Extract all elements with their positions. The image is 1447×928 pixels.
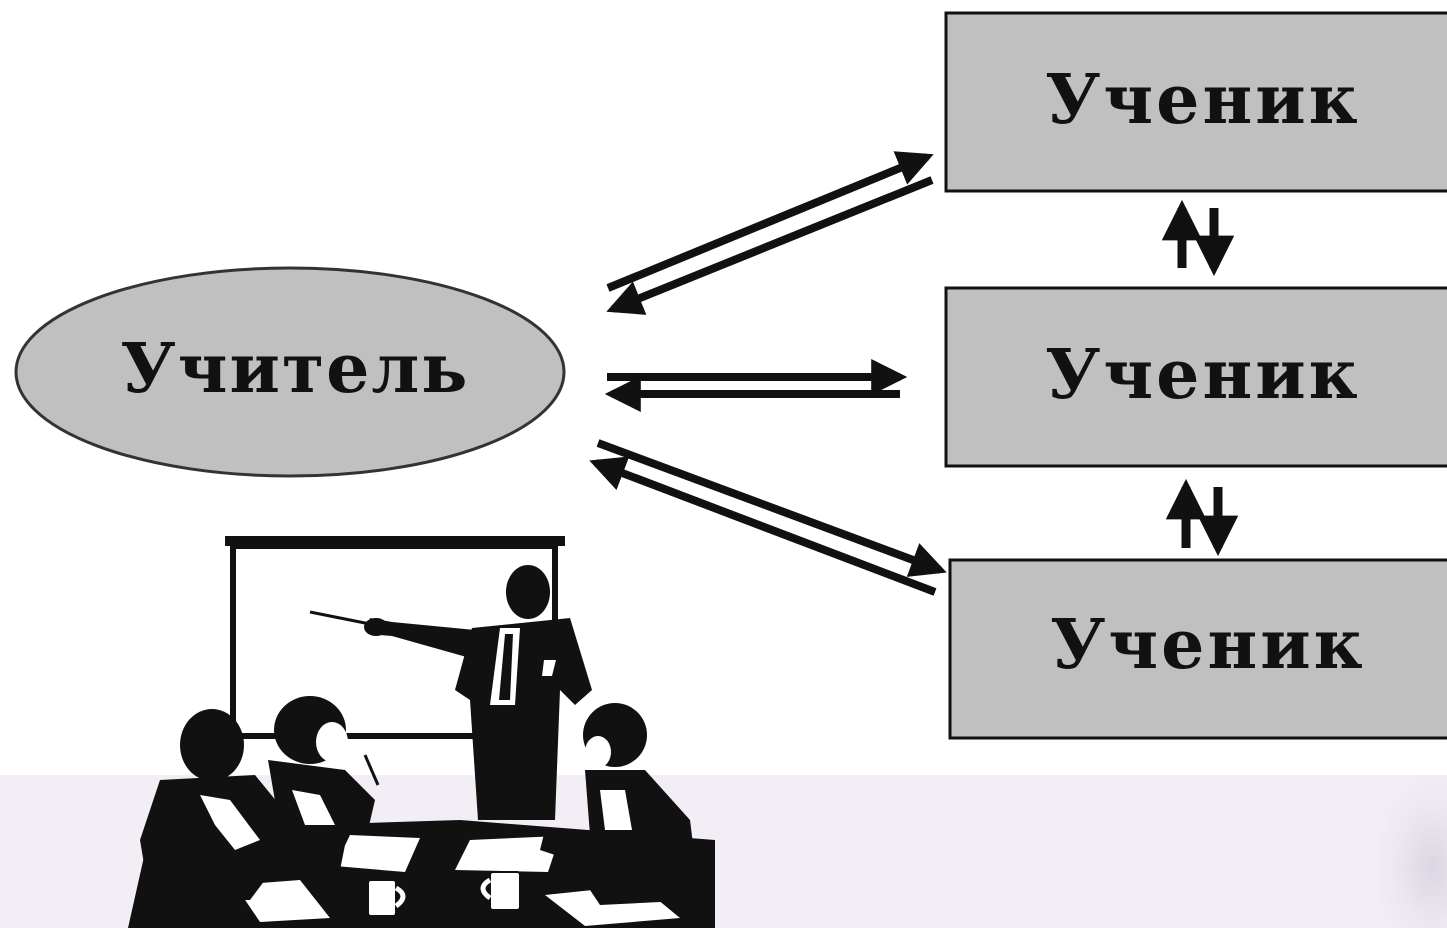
student-node-3: Ученик — [948, 558, 1447, 740]
corner-decoration — [1375, 775, 1447, 928]
teacher-node: Учитель — [14, 266, 566, 478]
arrow-to-student-1 — [606, 151, 934, 292]
paper-1 — [335, 835, 420, 872]
seated-person-left — [140, 709, 345, 900]
student-label-2: Ученик — [1045, 335, 1361, 415]
arrow-to-teacher-from-3 — [589, 456, 937, 596]
seated-person-right — [540, 703, 700, 905]
arrow-to-teacher-from-1 — [606, 176, 934, 315]
student-node-1: Ученик — [944, 11, 1447, 193]
arrow-pair-teacher-student-2 — [604, 359, 908, 412]
pointer-stick — [309, 610, 376, 627]
seated-person-middle — [268, 696, 380, 840]
mug-2 — [480, 871, 521, 911]
arrow-pair-teacher-student-3 — [589, 439, 947, 596]
paper-2 — [455, 836, 560, 872]
student-label-3: Ученик — [1050, 605, 1366, 685]
student-node-2: Ученик — [944, 286, 1447, 468]
student-label-1: Ученик — [1045, 60, 1361, 140]
teacher-label: Учитель — [121, 329, 470, 409]
mug-1 — [367, 879, 406, 917]
classroom-clipart — [128, 536, 715, 928]
arrow-pair-teacher-student-1 — [606, 151, 934, 315]
arrow-to-student-3 — [596, 439, 947, 577]
paper-3 — [235, 880, 330, 922]
arrow-pair-student-2-3 — [1165, 478, 1239, 557]
arrow-pair-student-1-2 — [1161, 199, 1235, 277]
presenter-figure — [364, 565, 592, 820]
